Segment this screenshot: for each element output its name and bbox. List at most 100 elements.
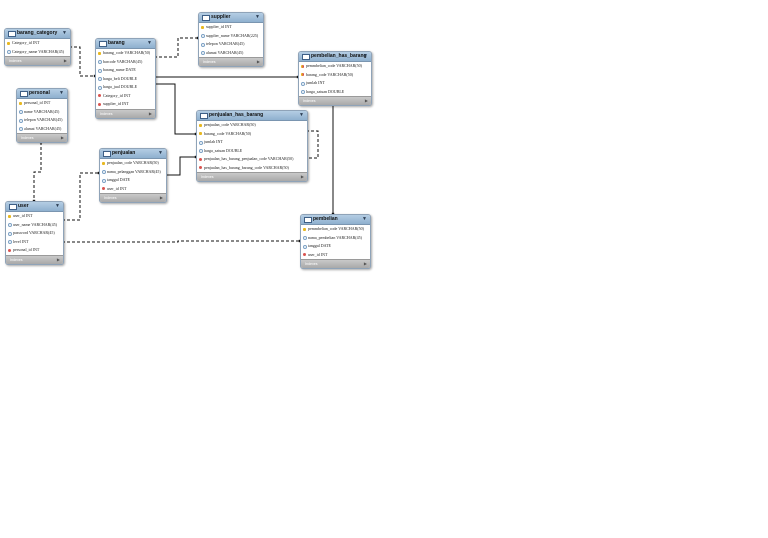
chevron-down-icon[interactable]: ▼ [255,14,260,20]
column-row[interactable]: tanggal DATE [100,176,166,185]
indexes-section[interactable]: Indexes▶ [299,96,371,105]
column-row[interactable]: user_id INT [6,212,63,221]
table-barang[interactable]: barang▼barang_code VARCHAR(50)barcode VA… [95,38,156,119]
table-header[interactable]: supplier▼ [199,13,263,23]
column-row[interactable]: pemmbelian_code VARCHAR(50) [299,62,371,71]
chevron-down-icon[interactable]: ▼ [299,112,304,118]
column-row[interactable]: supplier_id INT [96,100,155,109]
table-header[interactable]: penjualan_has_barang▼ [197,111,307,121]
indexes-section[interactable]: Indexes ▶ [17,133,67,142]
chevron-down-icon[interactable]: ▼ [158,150,163,156]
chevron-down-icon[interactable]: ▼ [59,90,64,96]
table-penjualan[interactable]: penjualan▼penjualan_code VARCHAR(50)nama… [99,148,167,203]
column-row[interactable]: pemmbelian_code VARCHAR(50) [301,225,370,234]
column-row[interactable]: Category_name VARCHAR(45) [5,48,70,57]
column-row[interactable]: nama_pembelian VARCHAR(45) [301,234,370,243]
column-row[interactable]: penjualan_code VARCHAR(50) [197,121,307,130]
column-row[interactable]: supplier_id INT [199,23,263,32]
column-row[interactable]: Category_id INT [96,92,155,101]
column-name: jumlah INT [306,80,325,85]
column-row[interactable]: user_id INT [100,185,166,194]
column-row[interactable]: level INT [6,238,63,247]
column-row[interactable]: telepon VARCHAR(45) [199,40,263,49]
table-supplier[interactable]: supplier▼supplier_id INT supplier_name VA… [198,12,264,67]
column-row[interactable]: personal_id INT [6,246,63,255]
relation-barang-to-penjualan-has-barang[interactable] [154,83,196,135]
triangle-right-icon[interactable]: ▶ [256,59,260,64]
relation-user-to-penjualan[interactable] [62,172,99,221]
table-header[interactable]: user▼ [6,202,63,212]
column-name: alamat VARCHAR(45) [206,49,244,55]
chevron-down-icon[interactable]: ▼ [147,40,152,46]
chevron-down-icon[interactable]: ▼ [363,53,368,59]
triangle-right-icon[interactable]: ▶ [148,110,152,116]
table-header[interactable]: pembelian_has_barang▼ [299,52,371,62]
relation-penjualan-to-penjualan-has-barang[interactable] [165,156,196,176]
column-row[interactable]: supplier_name VARCHAR(225) [199,32,263,41]
table-header[interactable]: personal▼ [17,89,67,99]
column-row[interactable]: jumlah INT [197,138,307,147]
relation-supplier-to-barang[interactable] [154,37,198,58]
column-icon [301,90,305,94]
table-header[interactable]: penjualan▼ [100,149,166,159]
column-row[interactable]: barang_code VARCHAR(50) [96,49,155,58]
column-row[interactable]: harga_jual DOUBLE [96,83,155,92]
column-row[interactable]: harga_beli DOUBLE [96,75,155,84]
chevron-down-icon[interactable]: ▼ [362,216,367,222]
column-row[interactable]: barang_name DATE [96,66,155,75]
indexes-section[interactable]: Indexes▶ [100,193,166,202]
column-row[interactable]: barang_code VARCHAR(50) [299,71,371,80]
column-row[interactable]: penjualan_has_barang_barang_code VARCHAR… [197,164,307,173]
triangle-right-icon[interactable]: ▶ [300,174,304,179]
column-row[interactable]: tanggal DATE [301,242,370,251]
triangle-right-icon[interactable]: ▶ [60,135,64,140]
chevron-down-icon[interactable]: ▼ [55,203,60,209]
column-row[interactable]: Category_id INT [5,39,70,48]
indexes-section[interactable]: Indexes▶ [96,108,155,118]
column-name: penjualan_has_barang_barang_code VARCHAR… [204,164,289,170]
relation-personal-to-user[interactable] [33,142,42,201]
indexes-section[interactable]: Indexes▶ [199,57,263,66]
column-row[interactable]: harga_satuan DOUBLE [197,147,307,156]
indexes-label: Indexes [21,136,34,140]
table-penjualan-has-barang[interactable]: penjualan_has_barang▼penjualan_code VARC… [196,110,308,182]
column-row[interactable]: user_name VARCHAR(45) [6,221,63,230]
column-name: tanggal DATE [107,177,130,182]
triangle-right-icon[interactable]: ▶ [364,98,368,103]
column-row[interactable]: barcode VARCHAR(45) [96,58,155,67]
triangle-right-icon[interactable]: ▶ [63,58,67,63]
column-row[interactable]: jumlah INT [299,79,371,88]
triangle-right-icon[interactable]: ▶ [56,256,60,262]
column-row[interactable]: penjualan_has_barang_penjualan_code VARC… [197,155,307,164]
indexes-section[interactable]: Indexes▶ [6,254,63,264]
column-row[interactable]: user_id INT [301,251,370,260]
column-name: harga_satuan DOUBLE [306,88,345,94]
triangle-right-icon[interactable]: ▶ [159,195,163,200]
column-name: supplier_id INT [206,24,232,29]
column-row[interactable]: nama_pelanggan VARCHAR(45) [100,168,166,177]
relation-user-to-pembelian[interactable] [62,240,300,243]
indexes-section[interactable]: Indexes▶ [197,172,307,181]
indexes-section[interactable]: Indexes▶ [5,56,70,65]
column-row[interactable]: telepon VARCHAR(45) [17,116,67,125]
table-pembelian[interactable]: pembelian▼pemmbelian_code VARCHAR(50)nam… [300,214,371,269]
column-row[interactable]: alamat VARCHAR(45) [199,49,263,58]
column-row[interactable]: password VARCHAR(45) [6,229,63,238]
column-row[interactable]: name VARCHAR(45) [17,108,67,117]
column-row[interactable]: barang_code VARCHAR(50) [197,130,307,139]
column-row[interactable]: personal_id INT [17,99,67,108]
table-header[interactable]: pembelian▼ [301,215,370,225]
column-row[interactable]: penjualan_code VARCHAR(50) [100,159,166,168]
table-header[interactable]: barang_category▼ [5,29,70,39]
table-pembelian-has-barang[interactable]: pembelian_has_barang▼pemmbelian_code VAR… [298,51,372,106]
table-header[interactable]: barang▼ [96,39,155,49]
column-row[interactable]: harga_satuan DOUBLE [299,88,371,97]
chevron-down-icon[interactable]: ▼ [62,30,67,36]
relation-barang-category-to-barang[interactable] [69,46,95,77]
indexes-section[interactable]: Indexes▶ [301,259,370,268]
triangle-right-icon[interactable]: ▶ [363,261,367,266]
column-row[interactable]: alamat VARCHAR(45) [17,125,67,134]
